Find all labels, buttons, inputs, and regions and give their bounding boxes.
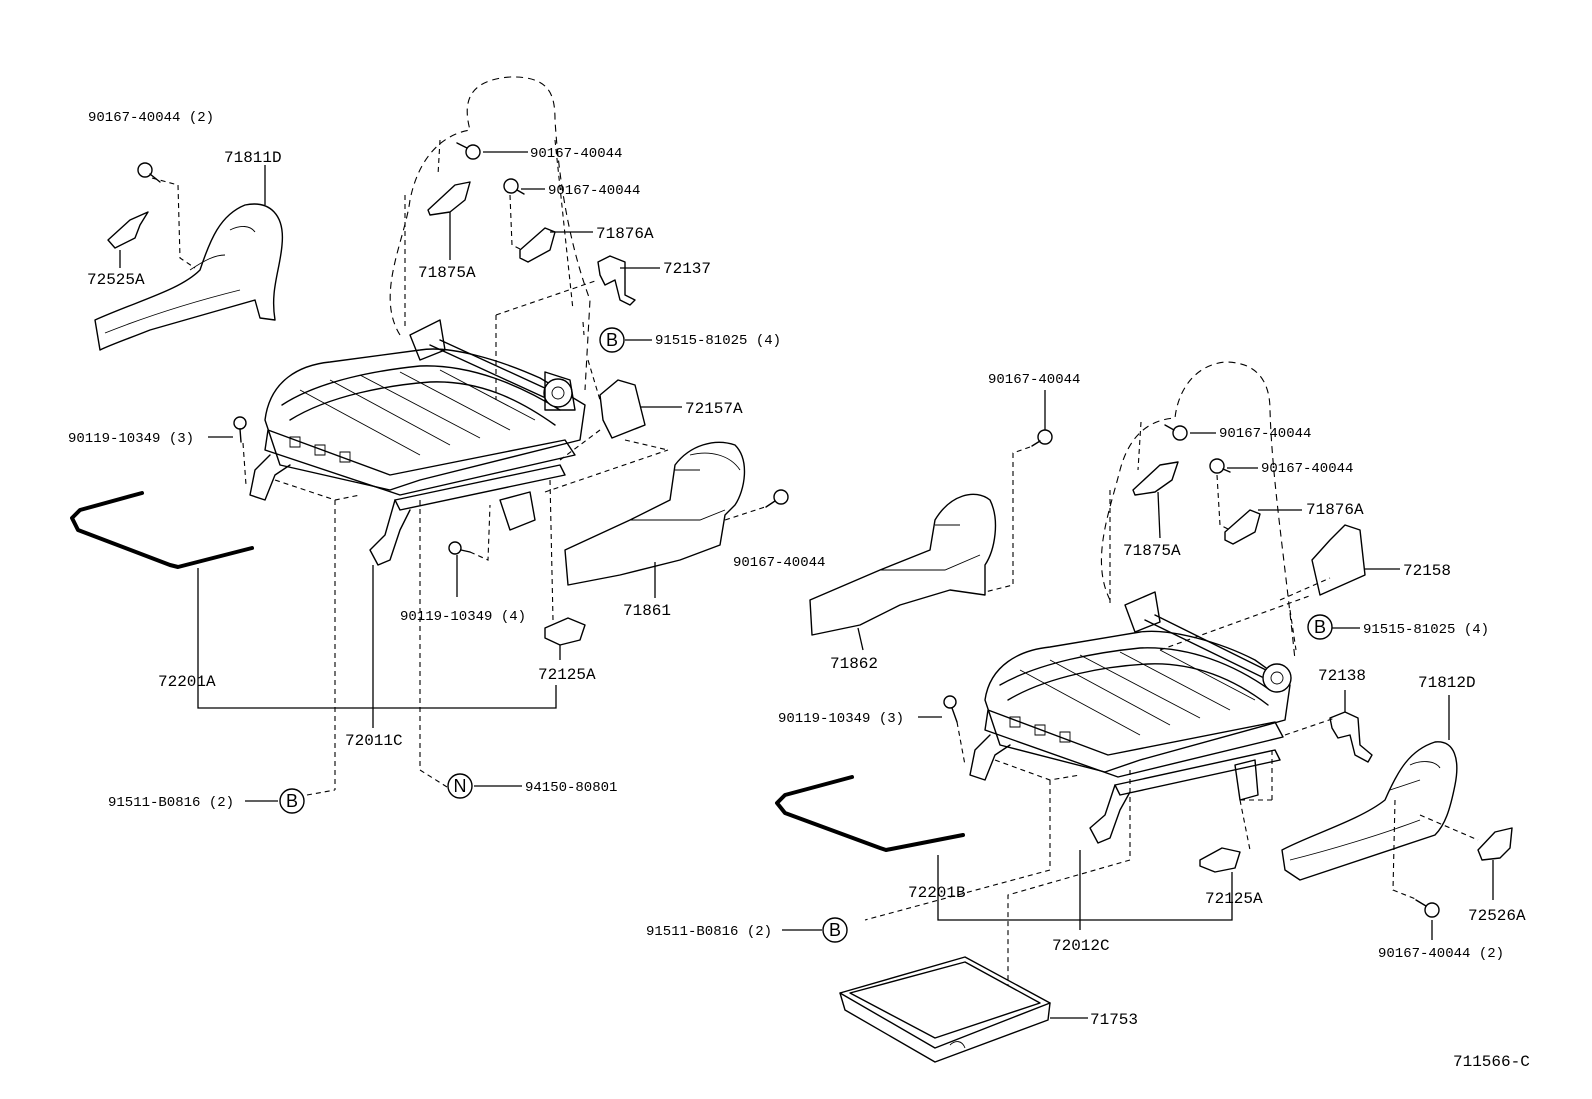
right-tray-71753 — [839, 956, 1051, 1063]
left-ref-b-1 — [599, 327, 625, 353]
label-left-screw-b: 90167-40044 — [548, 183, 640, 199]
left-bolt-icon-2 — [448, 541, 471, 555]
label-left-bolt-3: 90119-10349 (3) — [68, 431, 194, 447]
left-seat-frame — [249, 319, 586, 566]
left-screw-icon-2 — [456, 142, 481, 160]
label-left-bolt-2: 91511-B0816 (2) — [108, 795, 234, 811]
label-left-cover-knob: 72525A — [87, 271, 145, 289]
left-bolt-icon-1 — [233, 416, 247, 443]
left-cover-72157A — [599, 379, 646, 439]
label-left-bracket-b: 71876A — [596, 225, 654, 243]
diagram-id: 711566-C — [1453, 1053, 1530, 1071]
right-screw-icon-4 — [1415, 899, 1440, 918]
label-left-screw-side: 90167-40044 — [733, 555, 825, 571]
ref-n-label: N — [454, 776, 467, 796]
left-inner-cover-71861 — [564, 441, 746, 586]
left-ref-b-2 — [279, 788, 305, 814]
left-ref-n — [447, 773, 473, 799]
label-right-adjuster: 72012C — [1052, 937, 1110, 955]
label-left-cover-outer: 71811D — [224, 149, 282, 167]
right-spring-72201B — [775, 775, 965, 852]
label-right-screw-bot-2: 90167-40044 (2) — [1378, 946, 1504, 962]
right-ref-b-1 — [1307, 614, 1333, 640]
label-right-cover-d: 72158 — [1403, 562, 1451, 580]
label-right-tray: 71753 — [1090, 1011, 1138, 1029]
label-right-bolt-2: 91511-B0816 (2) — [646, 924, 772, 940]
label-right-cover-inner: 71862 — [830, 655, 878, 673]
label-right-cover-outer: 71812D — [1418, 674, 1476, 692]
left-bracket-71875A — [427, 181, 471, 216]
label-right-cover-knob: 72526A — [1468, 907, 1526, 925]
left-bracket-72137 — [597, 255, 636, 306]
label-right-bolt-4: 91515-81025 (4) — [1363, 622, 1489, 638]
label-left-bracket-c: 72137 — [663, 260, 711, 278]
left-seatback-outline — [389, 76, 591, 391]
left-bracket-71876A — [519, 227, 556, 263]
left-screw-icon-4 — [765, 489, 789, 508]
right-clip-72125A — [1199, 847, 1241, 873]
label-right-bracket-b: 71876A — [1306, 501, 1364, 519]
ref-b-label-3: B — [1314, 617, 1326, 637]
label-left-clip: 72125A — [538, 666, 596, 684]
right-bracket-71876A — [1224, 509, 1261, 545]
label-right-spring: 72201B — [908, 884, 966, 902]
right-screw-icon-2 — [1164, 424, 1188, 441]
label-right-bracket-c: 72138 — [1318, 667, 1366, 685]
label-left-spring: 72201A — [158, 673, 216, 691]
right-screw-icon-3 — [1209, 458, 1231, 474]
ref-b-label-2: B — [286, 791, 298, 811]
right-ref-b-2 — [822, 917, 848, 943]
label-right-bolt-3: 90119-10349 (3) — [778, 711, 904, 727]
label-left-bracket-a: 71875A — [418, 264, 476, 282]
left-screw-icon-1 — [137, 162, 161, 183]
label-right-screw-b: 90167-40044 — [1261, 461, 1353, 477]
ref-b-label-4: B — [829, 920, 841, 940]
left-outer-cover-71811D — [94, 203, 284, 351]
right-outer-cover-71812D — [1281, 741, 1458, 881]
left-labels: 90167-40044 (2) 71811D 72525A 90167-4004… — [68, 110, 825, 811]
ref-b-label-1: B — [606, 330, 618, 350]
label-left-nut: 94150-80801 — [525, 780, 617, 796]
label-right-clip: 72125A — [1205, 890, 1263, 908]
label-left-screw-a: 90167-40044 — [530, 146, 622, 162]
left-screw-icon-3 — [503, 178, 525, 195]
right-knob-cover-72526A — [1477, 827, 1513, 861]
right-seat-frame — [969, 591, 1292, 844]
label-left-adjuster: 72011C — [345, 732, 403, 750]
right-labels: 90167-40044 90167-40044 90167-40044 7187… — [646, 372, 1526, 1029]
left-seat-assembly — [70, 76, 789, 814]
label-left-screw-top-2: 90167-40044 (2) — [88, 110, 214, 126]
label-right-screw-a: 90167-40044 — [1219, 426, 1311, 442]
right-inner-cover-71862 — [809, 493, 997, 636]
label-left-bolt-4b: 90119-10349 (4) — [400, 609, 526, 625]
right-seatback-outline — [1100, 361, 1296, 661]
left-knob-cover-72525A — [107, 211, 149, 249]
right-screw-icon-1 — [1031, 429, 1053, 447]
label-left-cover-c: 72157A — [685, 400, 743, 418]
label-left-bolt-4: 91515-81025 (4) — [655, 333, 781, 349]
right-cover-72158 — [1311, 524, 1366, 596]
right-seat-assembly — [775, 361, 1513, 1063]
right-bracket-71875A — [1132, 461, 1179, 496]
right-bracket-72138 — [1329, 711, 1373, 763]
label-left-cover-inner: 71861 — [623, 602, 671, 620]
left-clip-72125A — [544, 617, 586, 646]
label-right-bracket-a: 71875A — [1123, 542, 1181, 560]
right-bolt-icon-1 — [943, 695, 958, 723]
label-right-screw-top: 90167-40044 — [988, 372, 1080, 388]
